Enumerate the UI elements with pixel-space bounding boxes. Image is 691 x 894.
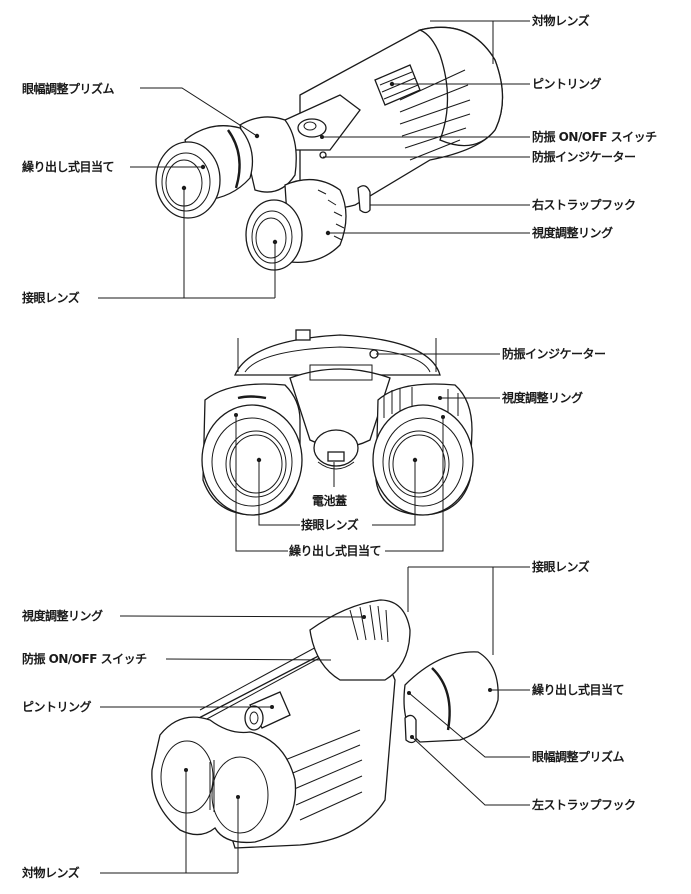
label-battery-cover: 電池蓋 <box>312 493 347 508</box>
left-strap-hook-drawing <box>404 714 417 744</box>
battery-cover-drawing <box>313 429 359 470</box>
ipd-prism-drawing <box>239 116 297 193</box>
label-front-twist-eyecup: 繰り出し式目当て <box>532 682 624 697</box>
view2-leader-lines <box>235 353 500 552</box>
front-oblique-view: 接眼レンズ 視度調整リング 防振 ON/OFF スイッチ ピントリング 繰り出し… <box>21 559 636 880</box>
label-right-strap-hook: 右ストラップフック <box>531 197 636 212</box>
label-stabilizer-switch: 防振 ON/OFF スイッチ <box>532 129 657 144</box>
label-rear-diopter-ring: 視度調整リング <box>501 390 583 405</box>
right-eyecup-drawing <box>245 178 347 271</box>
right-strap-hook-drawing <box>357 185 371 214</box>
front-diopter-eyepiece <box>309 599 411 681</box>
label-rear-eyepiece-lens: 接眼レンズ <box>301 517 359 532</box>
label-left-strap-hook: 左ストラップフック <box>531 797 636 812</box>
front-objective-lenses <box>151 716 297 844</box>
label-front-stabilizer-switch: 防振 ON/OFF スイッチ <box>22 651 147 666</box>
label-rear-stabilizer-indicator: 防振インジケーター <box>502 346 606 361</box>
label-front-diopter-ring: 視度調整リング <box>21 608 103 623</box>
rear-view: 防振インジケーター 視度調整リング 電池蓋 接眼レンズ 繰り出し式目当て <box>201 329 606 558</box>
rear-top-arch <box>234 334 441 376</box>
label-stabilizer-indicator: 防振インジケーター <box>532 149 636 164</box>
rear-right-eyecup <box>372 383 474 516</box>
label-objective-lens: 対物レンズ <box>531 13 590 28</box>
view1-leader-lines <box>98 20 530 299</box>
stabilizer-switch-drawing <box>297 118 327 139</box>
top-oblique-view: 対物レンズ ピントリング 防振 ON/OFF スイッチ 防振インジケーター 右ス… <box>22 13 658 305</box>
front-left-eyecup <box>403 651 499 744</box>
focus-ring-drawing <box>374 64 421 106</box>
left-eyecup-drawing <box>155 125 254 219</box>
label-front-objective-lens: 対物レンズ <box>21 865 80 880</box>
label-twist-eyecup: 繰り出し式目当て <box>22 159 114 174</box>
view3-leader-lines <box>100 566 530 874</box>
label-rear-twist-eyecup: 繰り出し式目当て <box>289 543 381 558</box>
label-diopter-ring: 視度調整リング <box>531 225 613 240</box>
label-ipd-prism: 眼幅調整プリズム <box>22 81 115 96</box>
label-focus-ring: ピントリング <box>532 76 602 91</box>
objective-end <box>417 26 504 147</box>
rear-left-eyecup <box>201 383 303 516</box>
label-eyepiece-lens: 接眼レンズ <box>22 290 80 305</box>
label-front-eyepiece-lens: 接眼レンズ <box>532 559 590 574</box>
label-front-focus-ring: ピントリング <box>22 699 92 714</box>
barrel-ribs <box>399 69 471 161</box>
label-front-ipd-prism: 眼幅調整プリズム <box>532 749 625 764</box>
front-body-ribs <box>284 729 363 821</box>
